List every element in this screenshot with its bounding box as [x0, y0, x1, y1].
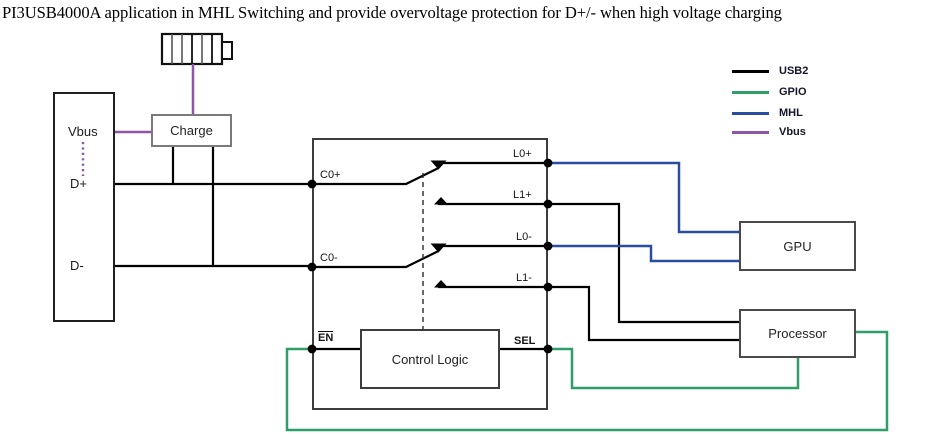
switch-contacts	[430, 160, 448, 288]
contact-l0plus-icon	[430, 160, 447, 170]
wire-sel-to-processor	[548, 347, 800, 390]
battery-icon	[160, 32, 233, 66]
wire-l1minus-to-processor	[548, 285, 739, 342]
pin-label-c0minus: C0-	[320, 252, 338, 264]
dot-sel	[543, 344, 553, 354]
charge-box: Charge	[151, 114, 232, 147]
pin-label-l0plus: L0+	[513, 148, 532, 160]
dot-c0plus	[307, 179, 317, 189]
legend-item-vbus: Vbus	[732, 126, 806, 138]
pin-label-sel: SEL	[514, 335, 536, 347]
processor-label: Processor	[768, 326, 827, 341]
dot-c0minus	[307, 262, 317, 272]
gpio-line-icon	[732, 90, 769, 94]
wire-processor-to-en	[285, 330, 889, 432]
legend-item-gpio: GPIO	[732, 86, 807, 98]
wire-l0minus-to-gpu	[548, 244, 739, 263]
pin-label-c0plus: C0+	[320, 169, 341, 181]
dot-l1plus	[543, 199, 553, 209]
switch-ic-box	[312, 138, 548, 410]
legend-item-mhl: MHL	[732, 107, 803, 119]
junction-dots	[307, 158, 553, 354]
pin-label-l0minus: L0-	[516, 231, 532, 243]
dot-en	[307, 344, 317, 354]
gpio-wires	[285, 330, 889, 432]
pin-label-l1plus: L1+	[513, 189, 532, 201]
dot-l0minus	[543, 241, 553, 251]
pin-label-l1minus: L1-	[516, 272, 532, 284]
port-label-dminus: D-	[70, 258, 84, 273]
usb-connector-box	[53, 92, 115, 322]
dot-l0plus	[543, 158, 553, 168]
vbus-line-icon	[732, 130, 769, 134]
port-label-vbus: Vbus	[68, 124, 98, 139]
legend-label-vbus: Vbus	[779, 126, 806, 138]
wire-l1plus-to-processor	[548, 202, 739, 324]
pin-label-en: EN	[318, 331, 334, 344]
mhl-wires	[548, 161, 739, 263]
diagram-title: PI3USB4000A application in MHL Switching…	[2, 3, 782, 22]
vbus-wires	[81, 64, 195, 176]
legend-label-usb2: USB2	[779, 65, 809, 77]
contact-l0minus-icon	[430, 243, 447, 253]
control-logic-label: Control Logic	[391, 351, 469, 367]
gpu-label: GPU	[783, 238, 812, 254]
legend-item-usb2: USB2	[732, 65, 808, 77]
processor-box: Processor	[739, 309, 856, 358]
gpu-box: GPU	[739, 221, 856, 271]
usb2-line-icon	[732, 69, 769, 73]
control-logic-box: Control Logic	[360, 329, 500, 389]
charge-box-label: Charge	[170, 123, 213, 138]
legend-label-mhl: MHL	[779, 107, 803, 119]
wire-c0plus-pole	[312, 167, 439, 186]
wire-c0minus-pole	[312, 250, 439, 269]
legend-label-gpio: GPIO	[779, 86, 807, 98]
port-label-dplus: D+	[70, 176, 87, 191]
usb2-wires	[115, 147, 739, 351]
en-overline-text: EN	[318, 331, 334, 344]
wire-l0plus-to-gpu	[548, 161, 739, 234]
contact-l1plus-icon	[434, 197, 448, 205]
dot-l1minus	[543, 282, 553, 292]
contact-l1minus-icon	[434, 280, 448, 288]
mhl-line-icon	[732, 111, 769, 115]
